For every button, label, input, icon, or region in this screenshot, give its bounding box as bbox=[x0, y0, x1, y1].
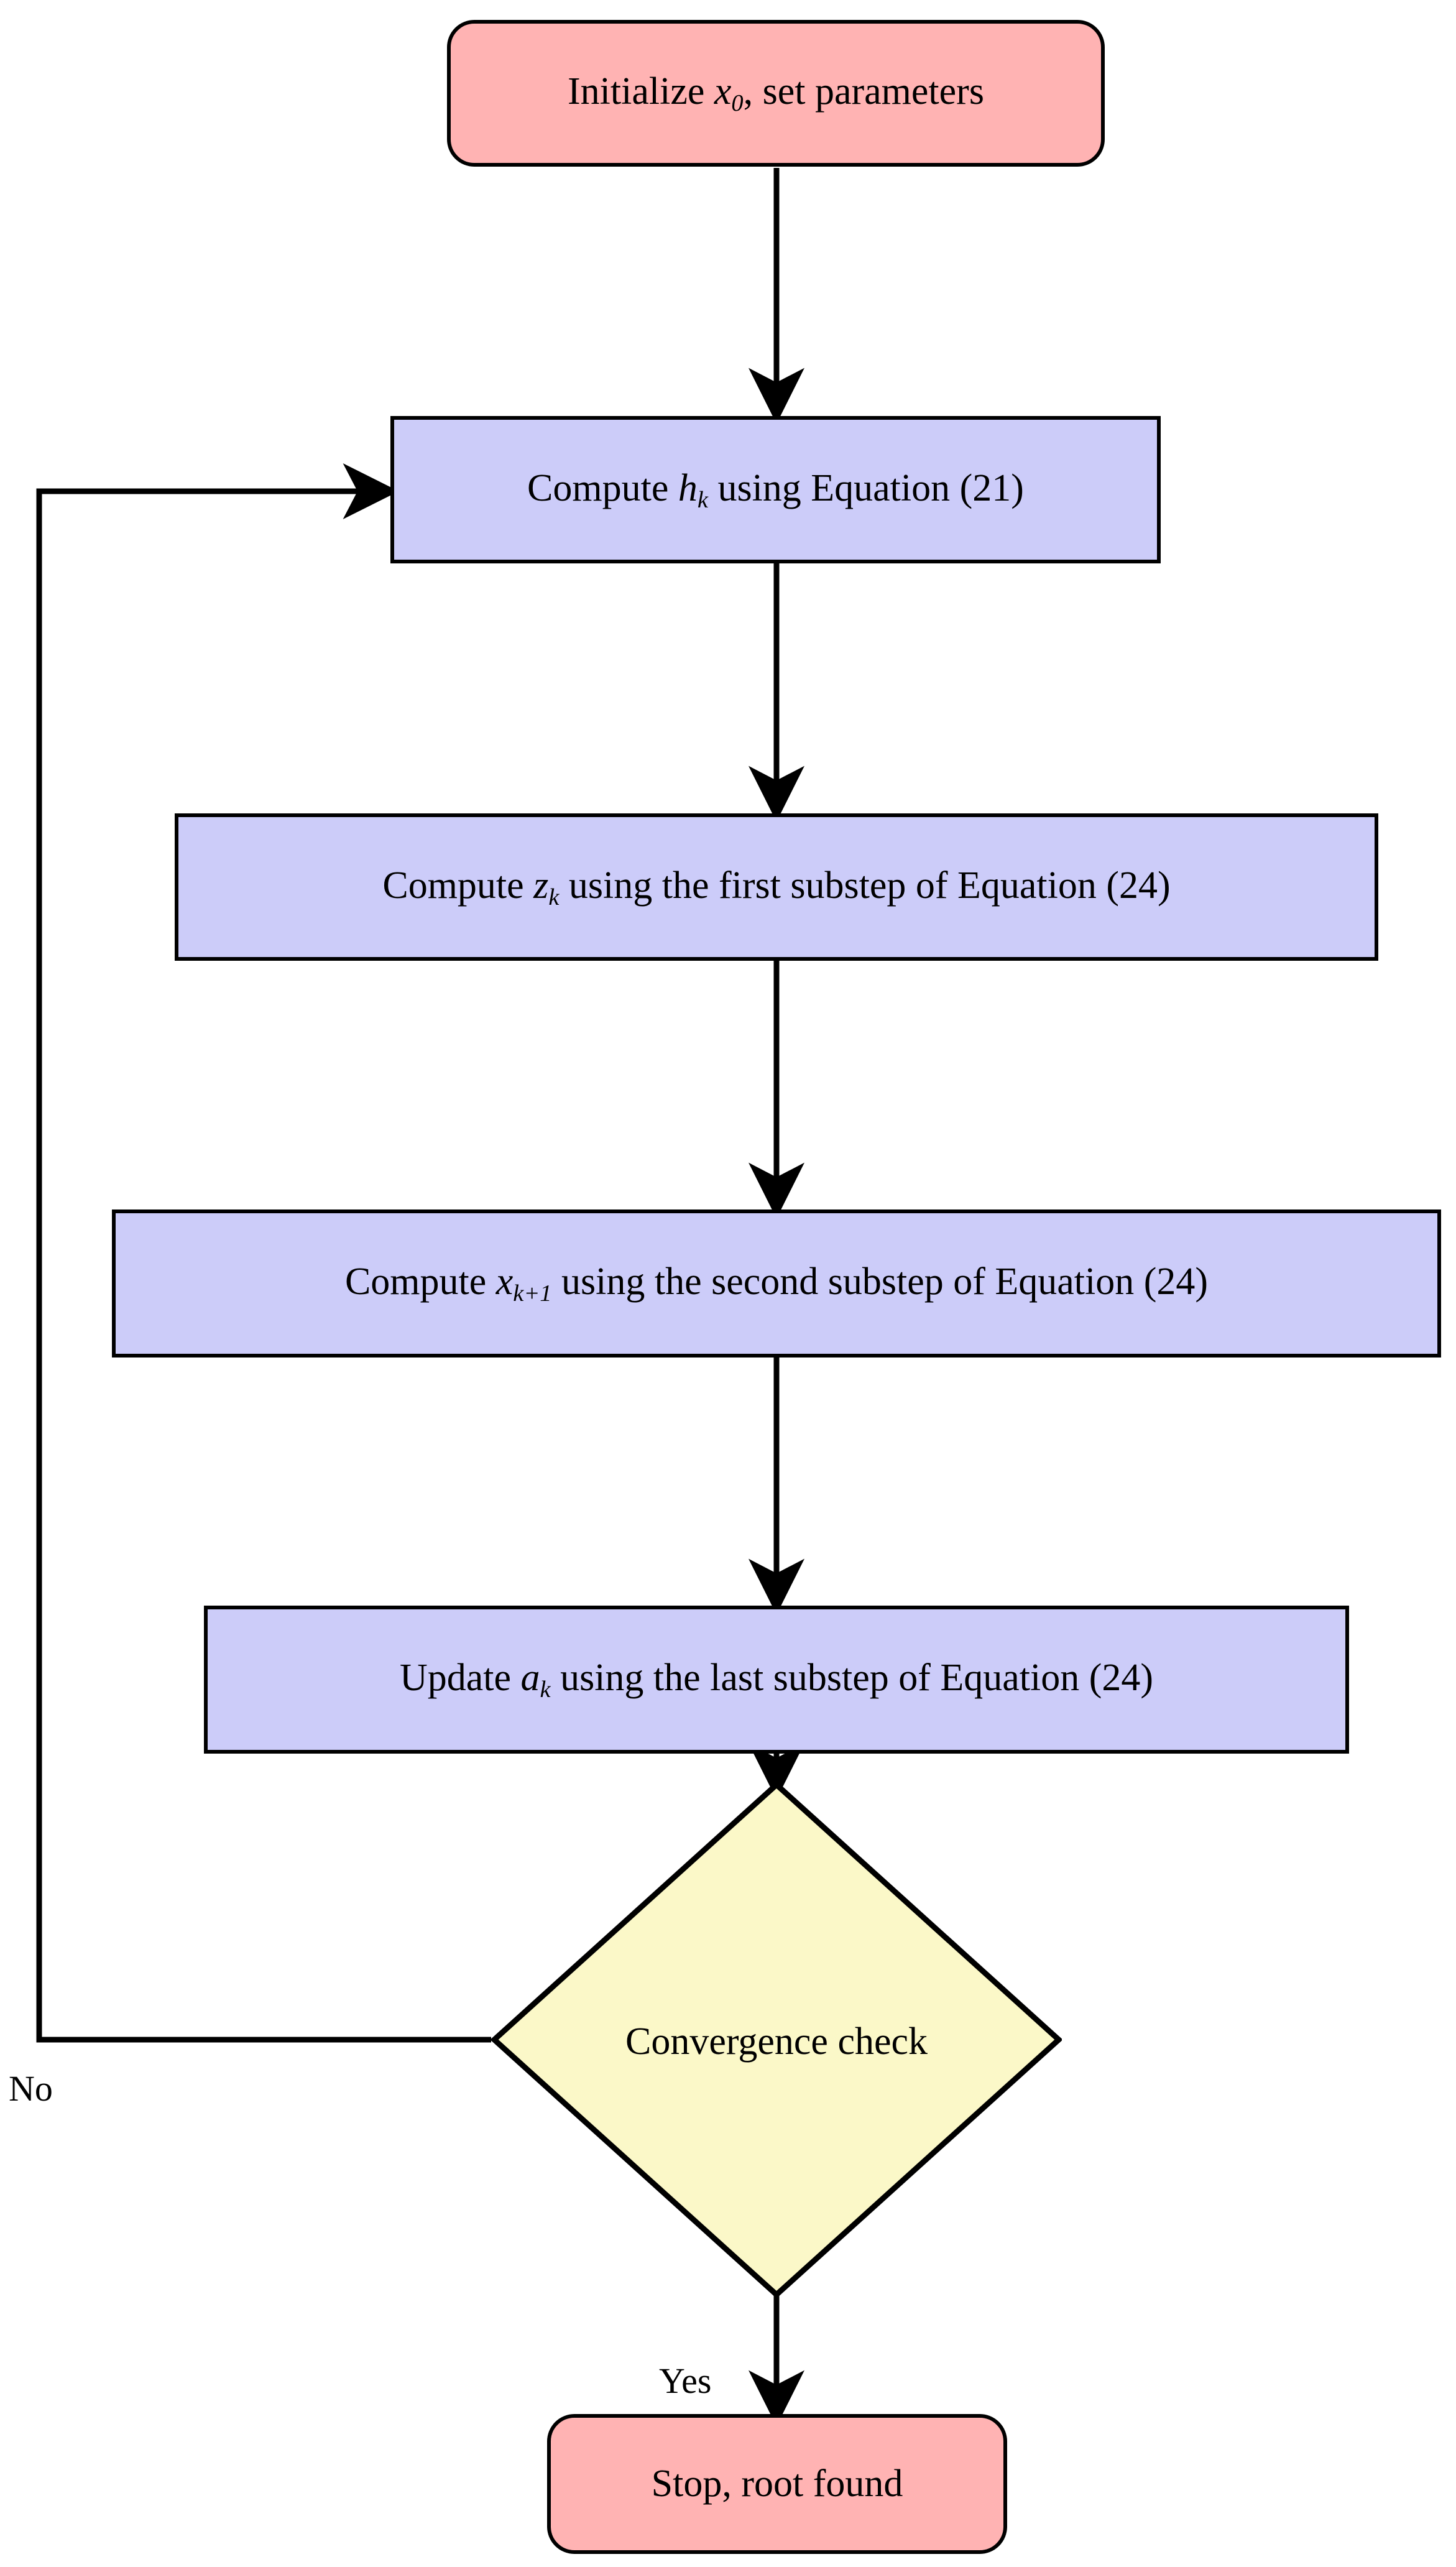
node-start[interactable]: Initialize x0, set parameters bbox=[447, 20, 1105, 167]
math-sub-k-plus-1: k+1 bbox=[513, 1280, 552, 1307]
node-compute-x-label: Compute xk+1 using the second substep of… bbox=[344, 1260, 1209, 1307]
node-start-label: Initialize x0, set parameters bbox=[568, 70, 984, 116]
edge-label-yes: Yes bbox=[659, 2361, 712, 2401]
node-convergence-check-label: Convergence check bbox=[625, 2020, 928, 2063]
math-var-h: h bbox=[678, 466, 698, 509]
node-stop[interactable]: Stop, root found bbox=[547, 2414, 1007, 2554]
math-sub-k: k bbox=[697, 486, 708, 513]
math-sub-k: k bbox=[548, 884, 560, 910]
decision-diamond-shape bbox=[490, 1780, 1063, 2299]
node-update-a-label: Update ak using the last substep of Equa… bbox=[399, 1657, 1154, 1703]
node-convergence-check[interactable]: Convergence check bbox=[490, 1780, 1063, 2299]
math-var-z: z bbox=[533, 864, 549, 907]
edge-label-no: No bbox=[9, 2068, 53, 2109]
math-var-x: x bbox=[495, 1260, 514, 1303]
node-compute-z-label: Compute zk using the first substep of Eq… bbox=[382, 864, 1171, 910]
node-compute-h-label: Compute hk using Equation (21) bbox=[527, 466, 1024, 513]
node-compute-x[interactable]: Compute xk+1 using the second substep of… bbox=[112, 1209, 1441, 1358]
math-sub-k: k bbox=[540, 1676, 551, 1703]
node-compute-z[interactable]: Compute zk using the first substep of Eq… bbox=[175, 813, 1378, 961]
node-stop-label: Stop, root found bbox=[651, 2462, 903, 2505]
math-sub-0: 0 bbox=[731, 90, 744, 116]
node-compute-h[interactable]: Compute hk using Equation (21) bbox=[390, 416, 1161, 563]
math-var-x: x bbox=[714, 70, 732, 113]
math-var-a: a bbox=[520, 1657, 540, 1700]
node-update-a[interactable]: Update ak using the last substep of Equa… bbox=[204, 1606, 1349, 1754]
